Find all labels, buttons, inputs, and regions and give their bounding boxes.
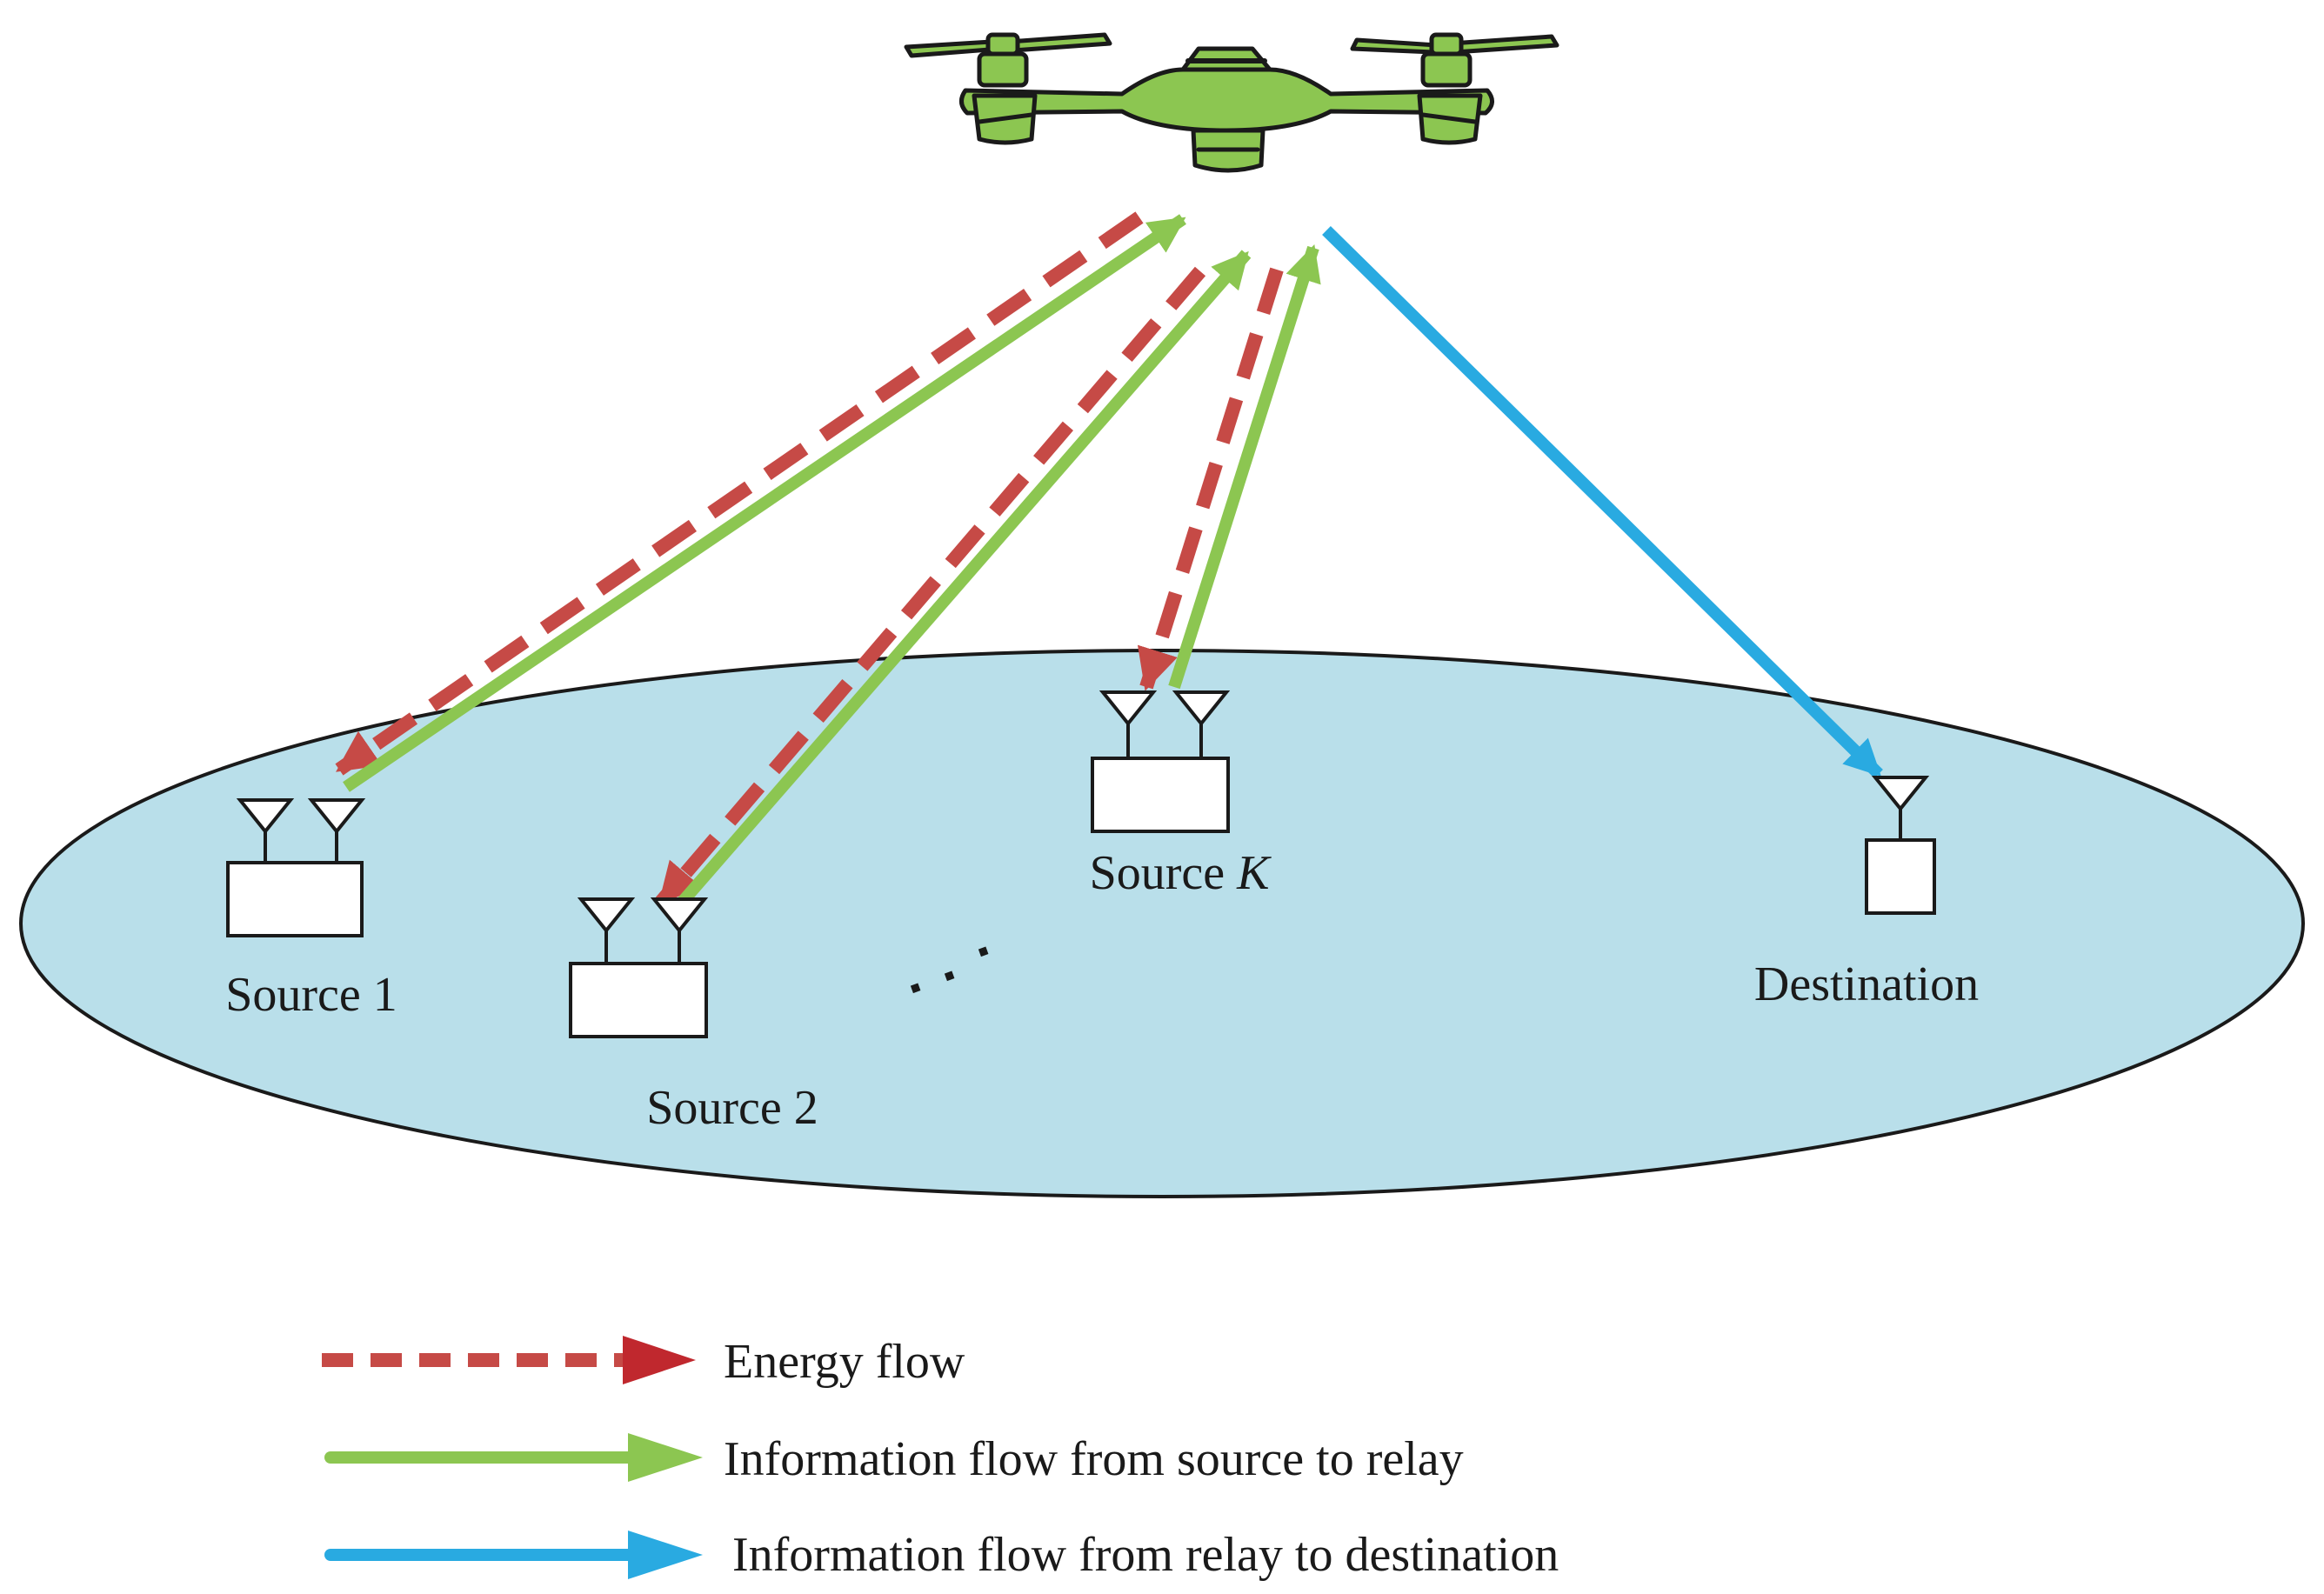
sourceK-label: Source K [1090,846,1272,900]
destination-label: Destination [1754,957,1979,1011]
device-box-icon [569,962,708,1038]
source1-device [226,798,366,937]
info-up-arrow-source2 [669,250,1252,916]
source2-device [569,897,709,1038]
energy-flow-arrow-source1 [335,211,1144,776]
legend-energy-symbol [322,1336,696,1384]
legend-info-down-symbol [324,1531,703,1579]
energy-flow-arrow-source2 [655,266,1206,907]
info-up-arrow-sourceK [1168,243,1321,690]
antenna-icon [1172,690,1231,727]
antenna-icon [1871,776,1930,812]
energy-flow-arrow-sourceK [1137,267,1284,691]
source2-label: Source 2 [646,1081,818,1135]
ellipsis-dots [910,946,989,994]
antenna-icon [650,897,709,934]
legend-info-down-label: Information flow from relay to destinati… [732,1528,1559,1582]
device-box-icon [226,861,364,937]
antenna-icon [236,798,295,835]
device-box-icon [1091,757,1230,833]
legend-energy-label: Energy flow [724,1335,965,1389]
destination-device [1865,776,1936,915]
device-box-icon [1865,838,1936,915]
legend: Energy flow Information flow from source… [322,1335,1559,1582]
legend-info-up-label: Information flow from source to relay [724,1432,1464,1486]
antenna-icon [307,798,366,835]
info-down-arrow-destination [1322,226,1883,778]
antenna-icon [577,897,636,934]
legend-info-up-symbol [324,1433,703,1482]
source1-label: Source 1 [225,968,397,1022]
drone-icon [904,32,1559,173]
info-up-arrow-source1 [343,214,1186,792]
antenna-icon [1099,690,1158,727]
sourceK-device [1091,690,1231,833]
